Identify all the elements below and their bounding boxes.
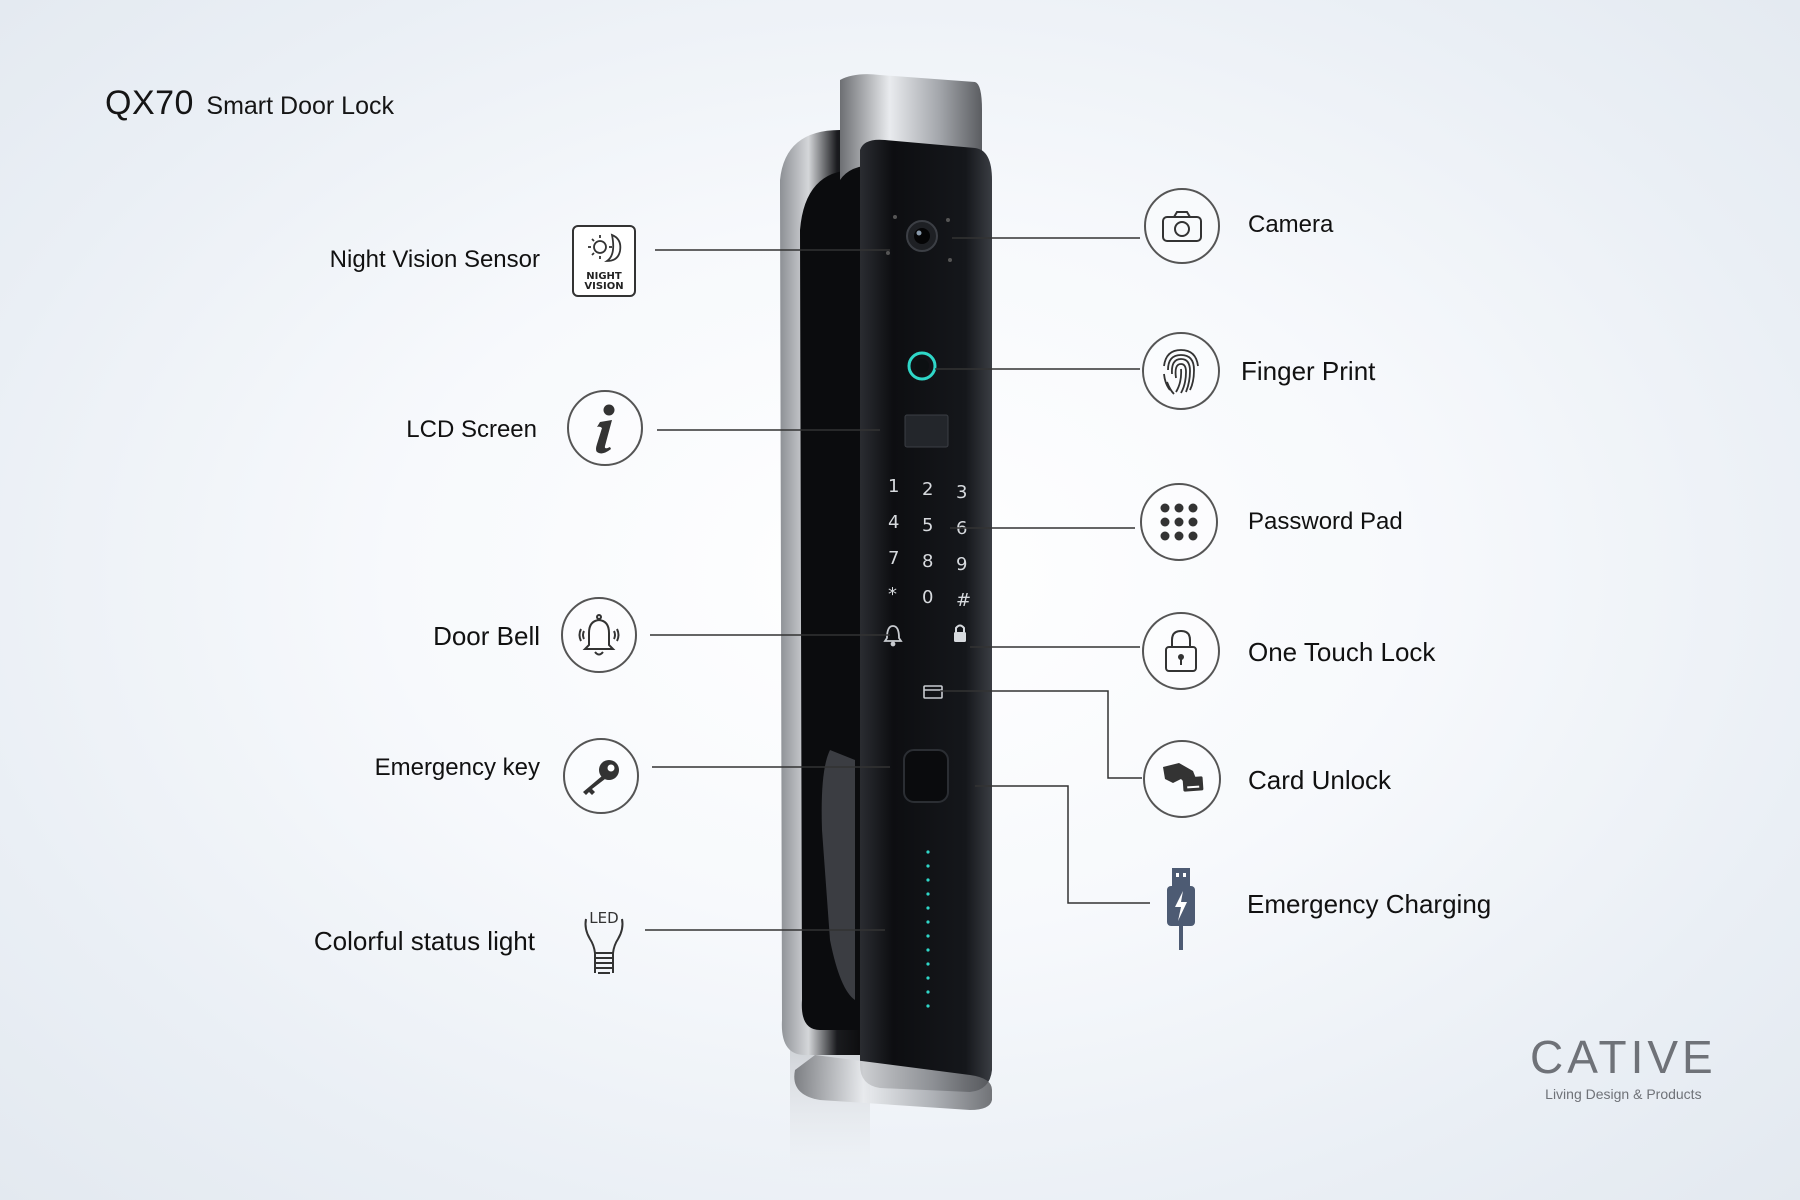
product-subtitle: Smart Door Lock <box>206 92 394 120</box>
card-hand-icon <box>1143 740 1221 818</box>
keypad-key: 9 <box>956 554 968 575</box>
info-icon <box>567 390 643 466</box>
door-lock-illustration <box>780 74 992 1200</box>
line-card-unlock <box>940 690 1142 779</box>
keypad-key: 7 <box>888 548 900 569</box>
keypad-key: 4 <box>888 512 900 533</box>
keypad-key: 1 <box>888 476 900 497</box>
svg-text:NIGHT: NIGHT <box>586 271 622 282</box>
card-reader-icon <box>923 685 943 699</box>
keypad-key: * <box>888 584 897 605</box>
usb-charging-icon <box>1163 864 1199 954</box>
label-password-pad: Password Pad <box>1248 508 1403 535</box>
led-strip <box>926 850 930 1008</box>
label-one-touch-lock: One Touch Lock <box>1248 637 1436 667</box>
lock-button-icon <box>954 624 966 642</box>
device-lower-details <box>883 624 966 1008</box>
padlock-icon <box>1142 612 1220 690</box>
keypad-key: 2 <box>922 479 934 500</box>
brand-tagline: Living Design & Products <box>1545 1086 1702 1102</box>
label-lcd: LCD Screen <box>406 416 537 443</box>
label-camera: Camera <box>1248 211 1334 238</box>
line-charging <box>975 785 1150 904</box>
brand-logo: CATIVE Living Design & Products <box>1530 1030 1717 1102</box>
model-name: QX70 <box>105 84 194 122</box>
keypad-key: 3 <box>956 482 968 503</box>
fingerprint-icon <box>1142 332 1220 410</box>
label-emergency-charging: Emergency Charging <box>1247 889 1492 919</box>
bell-icon <box>561 597 637 673</box>
label-card-unlock: Card Unlock <box>1248 765 1392 795</box>
label-fingerprint: Finger Print <box>1241 356 1376 386</box>
key-cover <box>903 749 949 803</box>
led-bulb-icon: LED <box>578 905 630 977</box>
doorbell-button-icon <box>883 625 903 647</box>
svg-text:LED: LED <box>589 909 618 927</box>
camera-icon <box>1144 188 1220 264</box>
label-night-vision: Night Vision Sensor <box>329 246 540 273</box>
svg-text:VISION: VISION <box>584 281 623 292</box>
brand-name: CATIVE <box>1530 1031 1717 1083</box>
key-icon <box>563 738 639 814</box>
label-emergency-key: Emergency key <box>374 754 540 781</box>
label-doorbell: Door Bell <box>433 621 540 651</box>
keypad-key: # <box>956 590 972 611</box>
keypad-icon <box>1140 483 1218 561</box>
keypad-key: 5 <box>922 515 934 536</box>
page-title: QX70 Smart Door Lock <box>105 84 394 123</box>
label-status-light: Colorful status light <box>313 926 535 956</box>
keypad-key: 8 <box>922 551 934 572</box>
night-vision-icon: NIGHT VISION <box>572 225 636 297</box>
keypad-key: 0 <box>922 587 934 608</box>
